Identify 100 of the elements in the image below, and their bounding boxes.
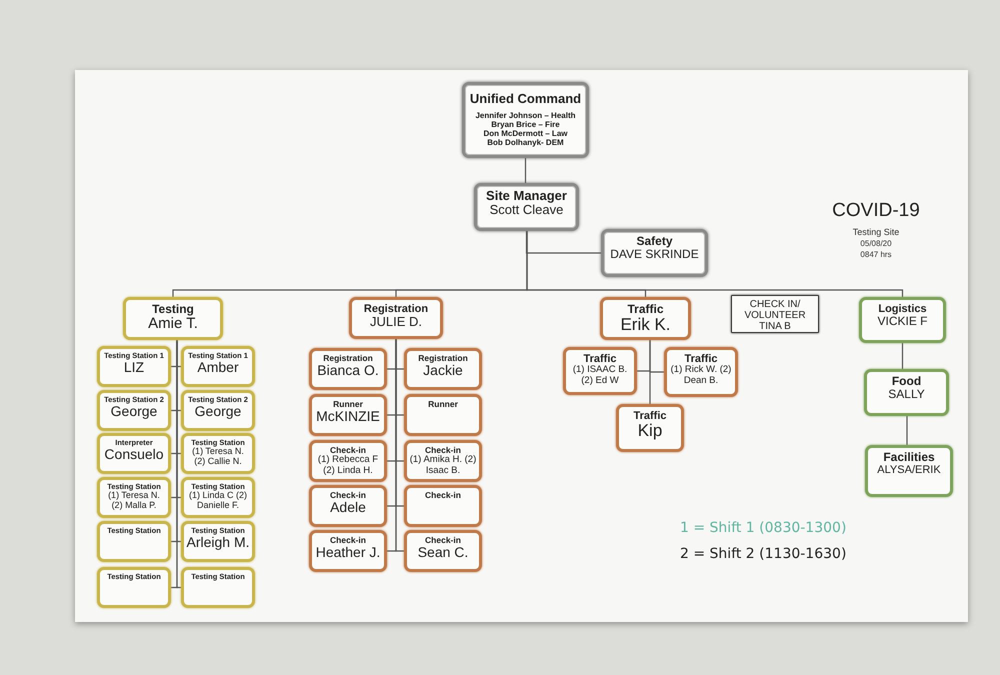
- site-info: 0847 hrs: [859, 250, 893, 259]
- org-box: [462, 82, 589, 158]
- org-box: [97, 567, 171, 608]
- role-title: Runner: [428, 400, 458, 410]
- assignee-name: Consuelo: [104, 447, 164, 463]
- connector-line: [526, 231, 904, 297]
- role-title: Check-in: [425, 491, 461, 500]
- org-box: [563, 347, 637, 395]
- org-box: [97, 390, 171, 431]
- org-box: [97, 521, 171, 562]
- org-box: [404, 530, 482, 572]
- site-info: Testing Site: [852, 227, 900, 237]
- role-title: Check-in: [425, 536, 461, 546]
- org-box: [97, 477, 171, 518]
- assignee-name: TINA B: [759, 321, 791, 332]
- assignee-name: George: [194, 404, 242, 420]
- assignee-name: (1) Amika H. (2) Isaac B.: [409, 455, 477, 476]
- role-title: Check-in: [330, 446, 366, 455]
- connector-line: [906, 416, 908, 445]
- assignee-name: DAVE SKRINDE: [610, 248, 699, 262]
- member-name: Bob Dolhanyk- DEM: [487, 138, 564, 148]
- assignee-name: Jackie: [423, 363, 463, 379]
- member-name: Bryan Brice – Fire: [491, 121, 560, 130]
- assignee-name: (1) Teresa N. (2) Malla P.: [108, 491, 161, 512]
- assignee-name: ALYSA/ERIK: [877, 464, 941, 476]
- role-title: Check-in: [425, 446, 461, 455]
- org-box: [309, 394, 387, 436]
- org-box: [474, 183, 579, 231]
- org-box: [309, 485, 387, 527]
- role-title: Traffic: [633, 410, 666, 422]
- org-box: [309, 440, 387, 482]
- assignee-name: McKINZIE: [316, 409, 380, 425]
- assignee-name: SALLY: [888, 388, 925, 402]
- connector-line: [649, 340, 651, 404]
- org-box: [864, 369, 949, 416]
- org-box: [404, 348, 482, 390]
- org-box: [601, 229, 708, 277]
- org-box: [181, 433, 255, 474]
- role-title: Registration: [323, 354, 373, 364]
- shift-legend-note: 2 = Shift 2 (1130-1630): [680, 546, 846, 562]
- member-name: Jennifer Johnson – Health: [475, 112, 576, 121]
- org-box: [600, 297, 691, 340]
- org-box: [309, 348, 387, 390]
- org-box: [404, 485, 482, 527]
- board-title: COVID-19: [831, 200, 921, 222]
- assignee-name: (1) Linda C (2) Danielle F.: [188, 491, 248, 512]
- org-box: [859, 297, 946, 343]
- role-title: Safety: [636, 235, 673, 248]
- role-title: Testing: [152, 303, 194, 316]
- org-box: [404, 440, 482, 482]
- assignee-name: Sean C.: [418, 545, 468, 561]
- role-title: Registration: [418, 354, 468, 364]
- role-title: Site Manager: [486, 189, 567, 204]
- org-box: [616, 404, 684, 452]
- assignee-name: Heather J.: [316, 545, 380, 561]
- org-box: [97, 346, 171, 387]
- org-box: [97, 433, 171, 474]
- assignee-name: Kip: [638, 422, 662, 441]
- assignee-name: Amber: [197, 360, 239, 376]
- org-box: [181, 477, 255, 518]
- org-box: [865, 445, 953, 497]
- org-box: [181, 567, 255, 608]
- assignee-name: Bianca O.: [317, 363, 379, 379]
- connector-line: [395, 339, 404, 552]
- role-title: Traffic: [684, 353, 718, 365]
- assignee-name: Erik K.: [620, 316, 671, 335]
- role-title: Unified Command: [470, 92, 582, 106]
- role-title: Food: [892, 375, 922, 388]
- org-box: [181, 390, 255, 431]
- org-box: [664, 347, 738, 397]
- assignee-name: CHECK IN/ VOLUNTEER: [743, 299, 807, 321]
- role-title: Runner: [333, 400, 363, 410]
- connector-line: [902, 343, 904, 369]
- role-title: Traffic: [583, 353, 616, 365]
- org-box: [181, 521, 255, 562]
- connector-line: [526, 231, 601, 254]
- assignee-name: (1) Rick W. (2) Dean B.: [670, 365, 732, 386]
- role-title: Logistics: [878, 303, 927, 316]
- assignee-name: (1) Rebecca F (2) Linda H.: [316, 455, 380, 476]
- connector-line: [524, 158, 526, 183]
- org-box: [404, 394, 482, 436]
- org-box: [731, 295, 819, 333]
- assignee-name: LIZ: [124, 360, 144, 376]
- assignee-name: Amie T.: [148, 316, 198, 333]
- role-title: Registration: [364, 303, 428, 316]
- assignee-name: (1) ISAAC B. (2) Ed W: [572, 365, 628, 386]
- shift-legend-note: 1 = Shift 1 (0830-1300): [680, 520, 846, 536]
- assignee-name: George: [110, 404, 158, 420]
- site-info: 05/08/20: [859, 239, 893, 248]
- role-title: Traffic: [627, 303, 664, 316]
- org-box: [181, 346, 255, 387]
- connector-line: [176, 340, 181, 588]
- role-title: Check-in: [330, 536, 366, 546]
- assignee-name: (1) Teresa N. (2) Callie N.: [192, 447, 245, 468]
- member-name: Don McDermott – Law: [483, 130, 568, 139]
- org-box: [309, 530, 387, 572]
- assignee-name: VICKIE F: [877, 315, 928, 328]
- assignee-name: Arleigh M.: [186, 535, 250, 551]
- assignee-name: Adele: [330, 500, 366, 516]
- org-box: [349, 297, 443, 339]
